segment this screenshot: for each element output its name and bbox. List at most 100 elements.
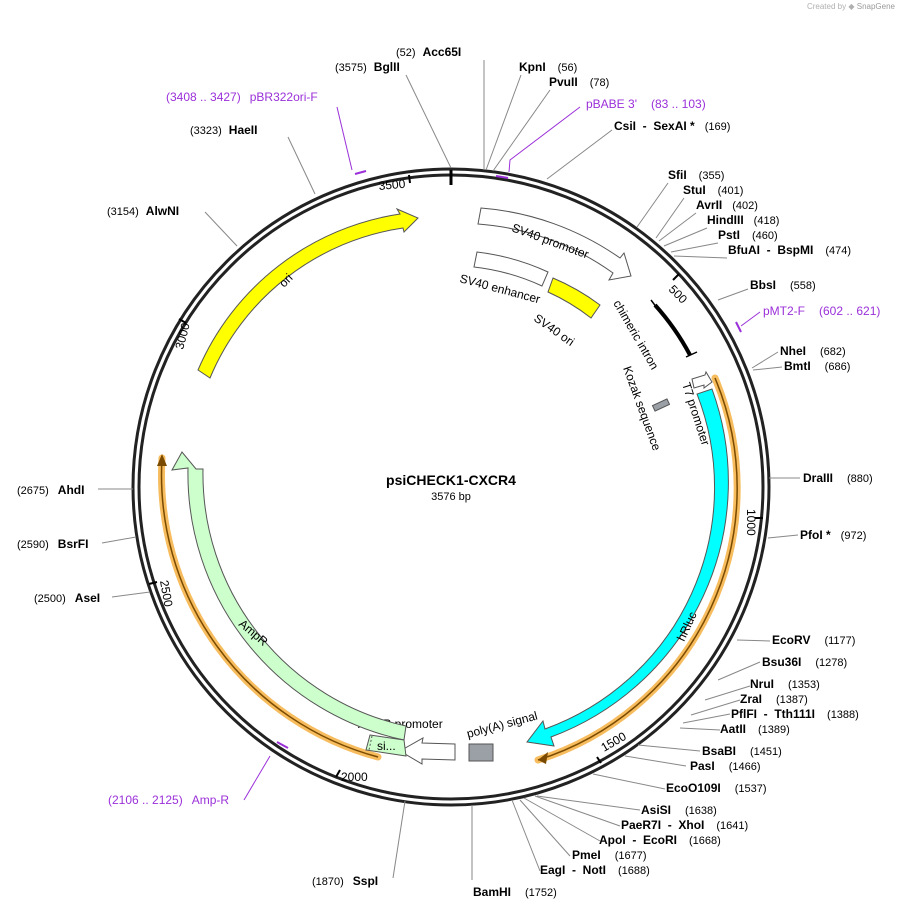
ampr-orf-line [160,457,379,758]
enzyme-nrui: NruI(1353) [750,677,820,691]
enzyme-bsu36i: Bsu36I(1278) [762,655,847,669]
tick-label-2500: 2500 [157,579,175,608]
primer-mark-pbr322ori-f [354,170,367,175]
leader-psti [670,242,719,253]
ampr-feature[interactable] [171,451,407,741]
tick-2000 [335,769,341,778]
enzyme-aatii: AatII(1389) [720,722,790,736]
leader-bmti [752,366,783,371]
leader-bsu36i [717,661,761,681]
enzyme-paer7i-xhoi: PaeR7I - XhoI(1641) [621,818,748,832]
enzyme-apoi-ecori: ApoI - EcoRI(1668) [599,833,721,847]
leader-sfii [636,182,669,228]
enzyme-pflfi-tth111i: PflFI - Tth111I(1388) [731,707,859,721]
enzyme-zrai: ZraI(1387) [740,692,808,706]
leader-sspi [392,800,406,879]
leader-pmei [519,799,571,857]
tick-500 [672,273,680,281]
enzyme-hindiii: HindIII(418) [707,213,779,227]
leader-csii [546,129,613,180]
enzyme-psti: PstI(460) [718,228,778,242]
sv40-promoter-feature[interactable] [477,207,632,281]
leader-hindiii [663,227,708,247]
enzyme-bfuai-bspmi: BfuAI - BspMI(474) [728,243,851,257]
enzyme-nhei: NheI(682) [780,344,846,358]
hrluc-orf-line [537,377,738,761]
enzyme-ecorv: EcoRV(1177) [772,633,855,647]
primer-leader-pbabe3 [508,106,581,173]
enzyme-eagi-noti: EagI - NotI(1688) [540,863,650,877]
enzyme-bsabi: BsaBI(1451) [702,744,782,758]
enzyme-asei: (2500)AseI [34,591,100,605]
tick-label-500: 500 [666,282,690,306]
backbone-outer [131,167,771,807]
primer-leaders [243,106,761,801]
leader-bfuai [673,255,728,259]
primer-leader-amp-r [243,755,271,801]
plasmid-length: 3576 bp [431,491,471,503]
snapgene-credit: Created by ◆ SnapGene [806,2,895,11]
primer-mark-pmt2-f [735,321,742,333]
tick-label-2000: 2000 [341,770,368,784]
enzyme-acc65i: (52)Acc65I [396,45,461,59]
sv40-enhancer-feature[interactable] [473,251,549,287]
leader-lines [98,60,800,880]
si-feature[interactable] [365,734,407,757]
enzyme-csii-sexai: CsiI - SexAI *(169) [614,119,730,133]
polya-label: poly(A) signal [465,709,539,741]
primer-pmt2-f: pMT2-F(602 .. 621) [763,304,880,318]
primer-pbabe3: pBABE 3'(83 .. 103) [586,97,706,111]
snapgene-logo-icon: ◆ [848,2,855,11]
primer-leader-pmt2-f [740,311,761,327]
enzyme-stui: StuI(401) [683,183,743,197]
enzyme-bmti: BmtI(686) [784,359,850,373]
leader-haeii [287,136,316,195]
chimeric-intron-feature[interactable] [653,303,692,356]
tick-3000 [178,318,187,324]
leader-pfoi [767,534,799,539]
kozak-feature[interactable] [651,398,671,412]
tick-3500 [408,174,411,184]
t7-promoter-feature[interactable] [691,370,713,389]
enzyme-pasi: PasI(1466) [690,759,760,773]
enzyme-pvuii: PvuII(78) [549,75,609,89]
ampr-promoter-feature[interactable] [399,737,456,765]
tick-marks [148,174,763,778]
enzyme-pmei: PmeI(1677) [572,848,646,862]
leader-apoi [523,797,601,842]
primer-mark-amp-r [276,741,289,749]
hrluc-feature[interactable] [526,388,729,747]
tick-1500 [596,756,602,764]
enzyme-ecoo109i: EcoO109I(1537) [666,781,767,795]
enzyme-haeii: (3323)HaeII [190,123,257,137]
tick-label-1000: 1000 [744,509,758,536]
primer-mark-pbabe3 [495,175,509,179]
leader-asei [111,591,151,598]
intron-end-right [685,351,698,358]
sv40-ori-label: SV40 ori [531,311,577,349]
tick-2500 [148,581,158,585]
leader-zrai [690,699,741,716]
sv40-ori-feature[interactable] [547,277,601,319]
leader-bsrfi [101,536,137,544]
enzyme-alwni: (3154)AlwNI [107,204,179,218]
polya-feature[interactable] [468,743,494,762]
leader-avrii [658,212,697,242]
leader-eagi [511,799,541,872]
tick-label-3000: 3000 [172,321,193,351]
leader-pvuii [492,89,551,172]
leader-ecorv [736,639,771,642]
primer-marks [276,170,742,749]
chimeric-intron-label: chimeric intron [610,298,661,373]
primer-pbr322ori-f: (3408 .. 3427)pBR322ori-F [166,90,318,104]
plasmid-name: psiCHECK1-CXCR4 [386,472,516,488]
leader-pasi [624,755,687,767]
intron-end-left [650,299,661,313]
enzyme-kpni: KpnI(56) [519,60,577,74]
ori-feature[interactable] [197,207,419,379]
enzyme-asisi: AsiSI(1638) [641,803,717,817]
leader-bbsi [717,288,749,301]
enzyme-bsrfi: (2590)BsrFI [17,537,88,551]
primer-leader-pbr322ori-f [336,106,353,171]
